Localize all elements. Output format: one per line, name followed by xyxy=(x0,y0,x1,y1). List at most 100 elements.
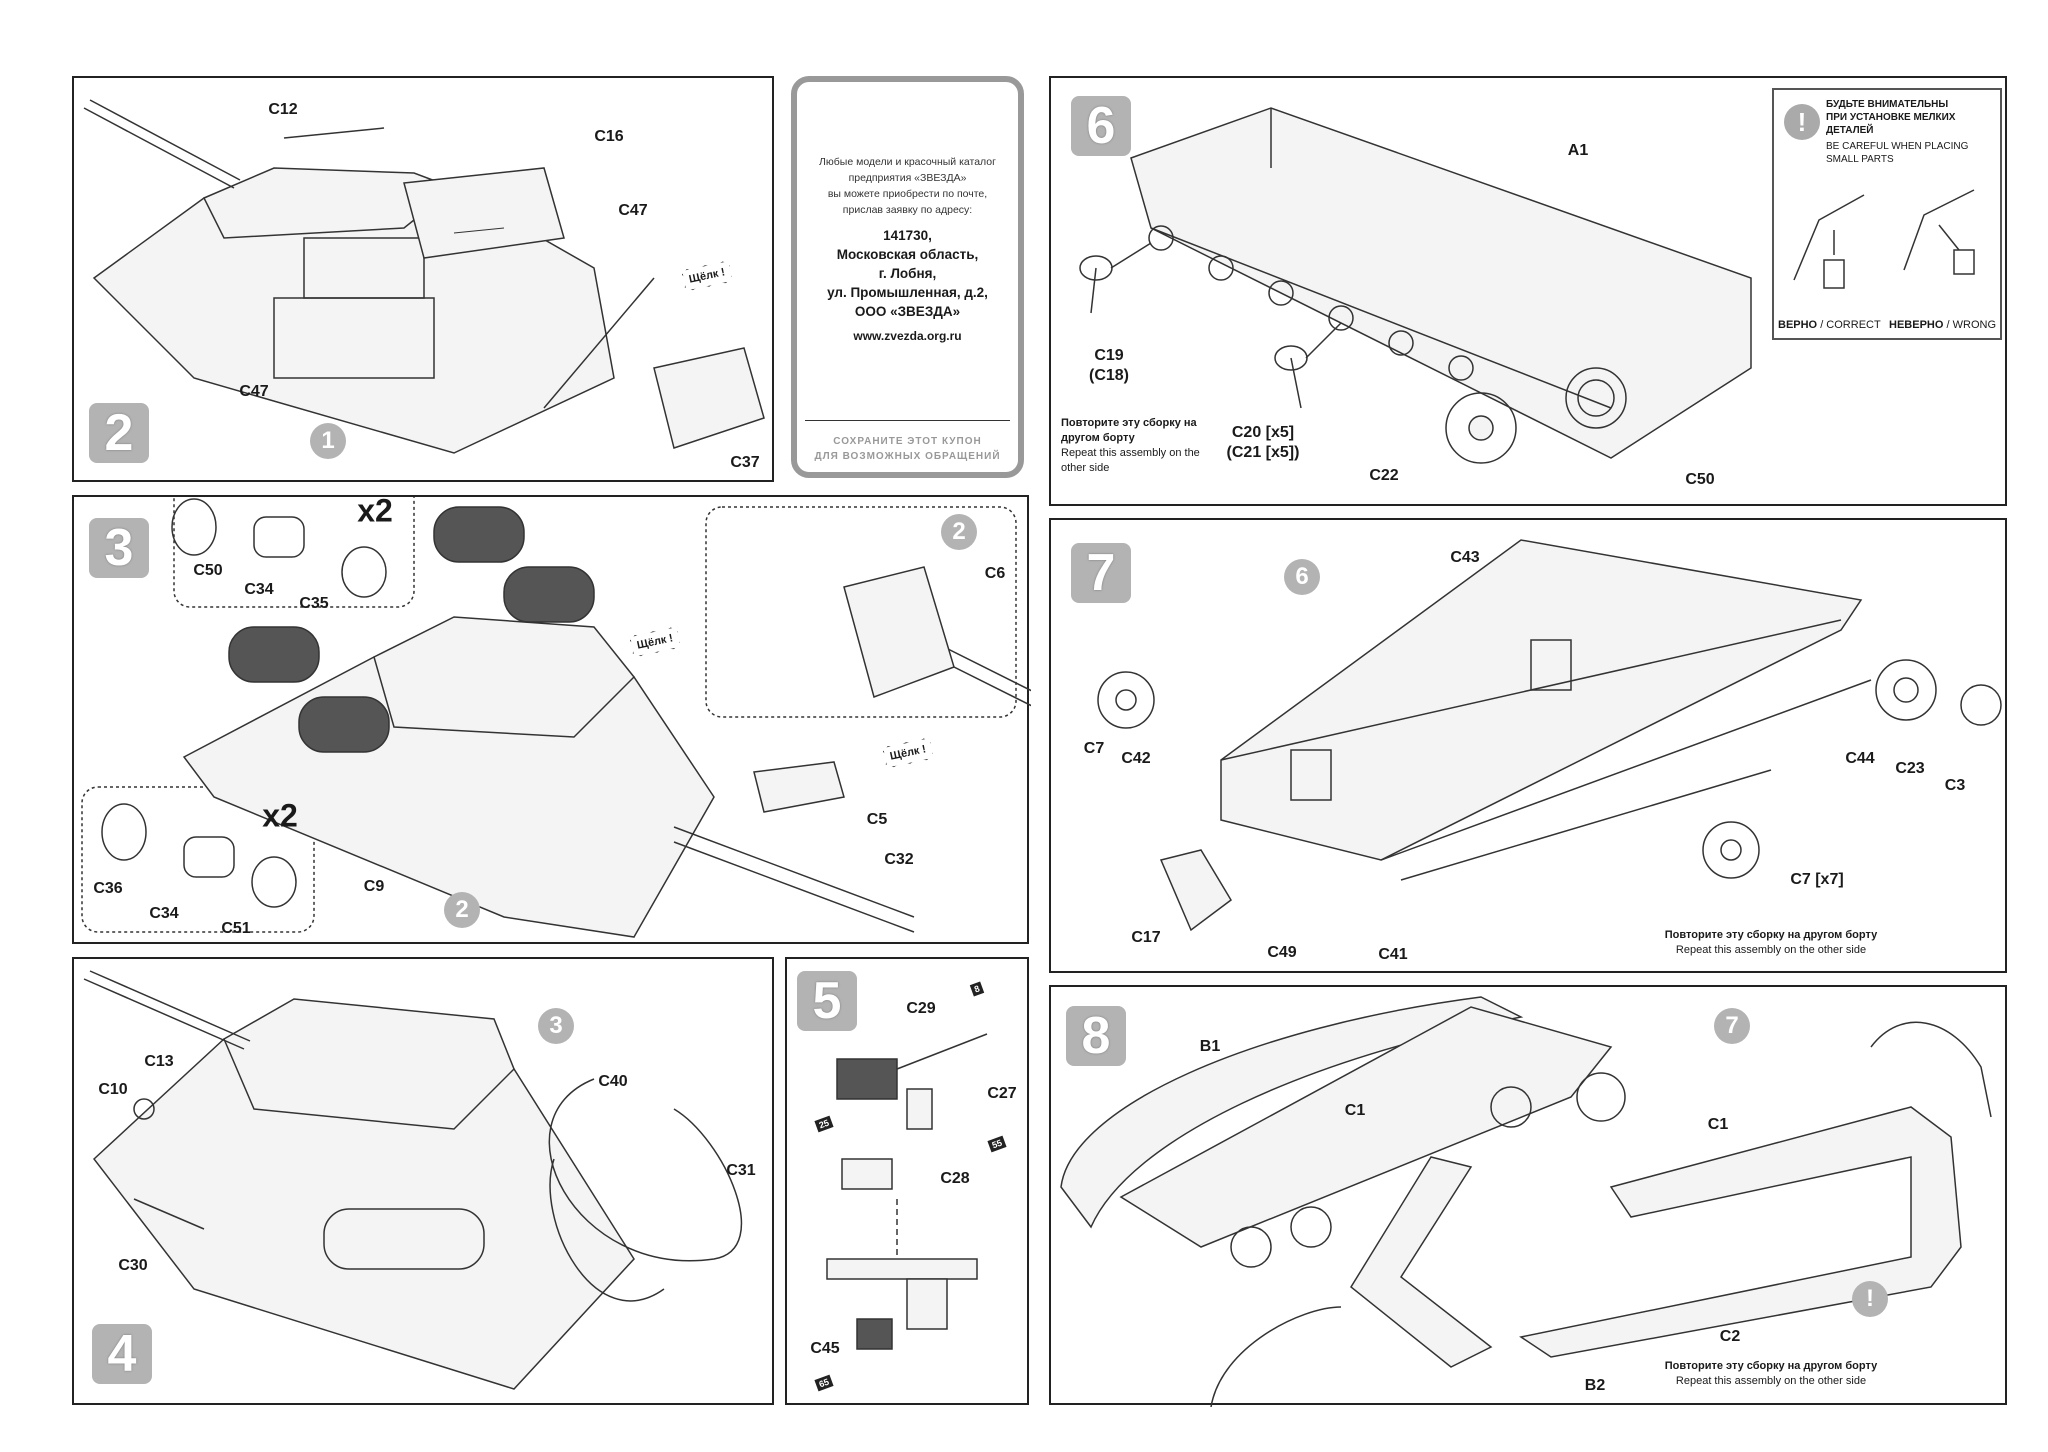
part-label: C12 xyxy=(268,101,298,118)
part-label: A1 xyxy=(1567,142,1589,159)
part-label: C49 xyxy=(1267,944,1297,961)
address-line: 141730, xyxy=(883,228,932,243)
warning-title-line: ПРИ УСТАНОВКЕ МЕЛКИХ ДЕТАЛЕЙ xyxy=(1826,112,1956,136)
coupon-intro-line: вы можете приобрести по почте, xyxy=(827,188,988,200)
part-label: C5 xyxy=(866,811,888,828)
part-label: C36 xyxy=(93,880,123,897)
part-label: C6 xyxy=(984,565,1006,582)
part-label: C29 xyxy=(906,1000,936,1017)
snap-callout: Щёлк ! xyxy=(681,260,733,292)
exclamation-icon: ! xyxy=(1784,104,1820,140)
coupon-website: www.zvezda.org.ru xyxy=(853,329,962,343)
subassembly-ref: 2 xyxy=(444,892,480,928)
step-4-panel: 4 3 C13 C10 C40 C31 C30 xyxy=(72,957,774,1405)
snap-callout: Щёлк ! xyxy=(629,626,681,658)
part-label: (C21 [x5]) xyxy=(1226,444,1300,461)
step-number: 4 xyxy=(92,1324,152,1384)
repeat-note: Повторите эту сборку на другом борту Rep… xyxy=(1651,1359,1891,1389)
part-label: C51 xyxy=(221,920,251,937)
part-label: C3 xyxy=(1944,777,1966,794)
subassembly-ref: 2 xyxy=(941,514,977,550)
part-label: C17 xyxy=(1131,929,1161,946)
address-line: г. Лобня, xyxy=(878,266,937,281)
warning-title-ru: БУДЬТЕ ВНИМАТЕЛЬНЫ ПРИ УСТАНОВКЕ МЕЛКИХ … xyxy=(1826,98,1996,137)
repeat-note: Повторите эту сборку на другом борту Rep… xyxy=(1651,928,1891,958)
part-label: C34 xyxy=(244,581,274,598)
part-label: C7 xyxy=(1083,740,1105,757)
part-label: C37 xyxy=(730,454,760,471)
small-parts-warning: ! БУДЬТЕ ВНИМАТЕЛЬНЫ ПРИ УСТАНОВКЕ МЕЛКИ… xyxy=(1772,88,2002,340)
snap-callout: Щёлк ! xyxy=(882,737,934,769)
subassembly-ref: 1 xyxy=(310,423,346,459)
part-label: C2 xyxy=(1719,1328,1741,1345)
step-2-drawing xyxy=(83,99,765,454)
step-8-drawing xyxy=(1060,996,1992,1407)
attention-icon: ! xyxy=(1852,1281,1888,1317)
part-label: C32 xyxy=(884,851,914,868)
part-label: C9 xyxy=(363,878,385,895)
repeat-note-ru: Повторите эту сборку на другом борту xyxy=(1664,929,1878,941)
part-label: C19 xyxy=(1094,347,1124,364)
part-label: C44 xyxy=(1845,750,1875,767)
coupon-address: 141730, Московская область, г. Лобня, ул… xyxy=(797,226,1018,321)
quantity-multiplier: x2 xyxy=(262,797,298,834)
coupon-intro-line: прислав заявку по адресу: xyxy=(842,204,973,216)
warning-title-en: BE CAREFUL WHEN PLACING SMALL PARTS xyxy=(1826,141,1969,165)
coupon-intro-line: Любые модели и красочный каталог xyxy=(819,156,996,168)
wrong-label: НЕВЕРНО / WRONG xyxy=(1889,319,1996,332)
part-label: C50 xyxy=(193,562,223,579)
part-label: C20 [x5] xyxy=(1231,424,1295,441)
step-number: 7 xyxy=(1071,543,1131,603)
warning-title-line: БУДЬТЕ ВНИМАТЕЛЬНЫ xyxy=(1826,99,1949,110)
part-label: C16 xyxy=(594,128,624,145)
part-number-tag: 8 xyxy=(969,981,985,997)
wrong-ru: НЕВЕРНО xyxy=(1889,319,1944,331)
step-3-panel: 3 x2 x2 2 2 C50 C34 C35 C6 C5 C32 C36 C3… xyxy=(72,493,1031,944)
step-number: 8 xyxy=(1066,1006,1126,1066)
part-label: C30 xyxy=(118,1257,148,1274)
step-7-drawing xyxy=(1097,539,2002,932)
address-line: ул. Промышленная, д.2, xyxy=(827,285,988,300)
repeat-note-ru: Повторите эту сборку на другом борту xyxy=(1664,1360,1878,1372)
step-number: 5 xyxy=(797,971,857,1031)
subassembly-ref: 7 xyxy=(1714,1008,1750,1044)
step-number: 2 xyxy=(89,403,149,463)
coupon: Любые модели и красочный каталог предпри… xyxy=(791,76,1024,478)
part-label: C28 xyxy=(940,1170,970,1187)
part-label: C50 xyxy=(1685,471,1715,488)
correct-ru: ВЕРНО xyxy=(1778,319,1818,331)
part-number-tag: 65 xyxy=(814,1374,834,1392)
address-line: Московская область, xyxy=(836,247,979,262)
step-number: 6 xyxy=(1071,96,1131,156)
part-label: C13 xyxy=(144,1053,174,1070)
step-4-drawing xyxy=(83,970,743,1390)
part-label: C31 xyxy=(726,1162,756,1179)
coupon-intro-line: предприятия «ЗВЕЗДА» xyxy=(848,172,967,184)
coupon-keep-note: СОХРАНИТЕ ЭТОТ КУПОН ДЛЯ ВОЗМОЖНЫХ ОБРАЩ… xyxy=(797,434,1018,464)
step-number: 3 xyxy=(89,518,149,578)
part-number-tag: 25 xyxy=(814,1115,834,1133)
repeat-note-en: Repeat this assembly on the other side xyxy=(1675,1375,1867,1387)
divider xyxy=(805,420,1010,421)
part-label: C41 xyxy=(1378,946,1408,963)
repeat-note-en: Repeat this assembly on the other side xyxy=(1061,447,1200,474)
warning-heading: БУДЬТЕ ВНИМАТЕЛЬНЫ ПРИ УСТАНОВКЕ МЕЛКИХ … xyxy=(1826,98,1996,166)
part-label: C1 xyxy=(1707,1116,1729,1133)
part-label: C7 [x7] xyxy=(1790,871,1844,888)
part-label: C35 xyxy=(299,595,329,612)
part-label: C42 xyxy=(1121,750,1151,767)
correct-en: / CORRECT xyxy=(1820,319,1881,331)
part-number-tag: 55 xyxy=(987,1135,1007,1153)
part-label: C23 xyxy=(1895,760,1925,777)
step-7-panel: 7 6 C43 C7 C42 C44 C23 C3 C7 [x7] C17 C4… xyxy=(1049,518,2007,973)
repeat-note-ru: Повторите эту сборку на другом борту xyxy=(1061,417,1197,444)
part-label: C47 xyxy=(239,383,269,400)
step-5-panel: 5 C29 C27 C28 C45 8 25 55 65 xyxy=(785,957,1029,1405)
coupon-intro: Любые модели и красочный каталог предпри… xyxy=(797,154,1018,218)
address-line: ООО «ЗВЕЗДА» xyxy=(854,304,961,319)
step-8-panel: 8 7 ! B1 C1 C1 C2 B2 Повторите эту сборк… xyxy=(1049,985,2007,1407)
keep-line: СОХРАНИТЕ ЭТОТ КУПОН xyxy=(833,436,982,447)
part-label: C27 xyxy=(987,1085,1017,1102)
step-2-panel: 2 1 C12 C16 C47 C47 C37 Щёлк ! xyxy=(72,76,774,482)
part-label: C22 xyxy=(1369,467,1399,484)
